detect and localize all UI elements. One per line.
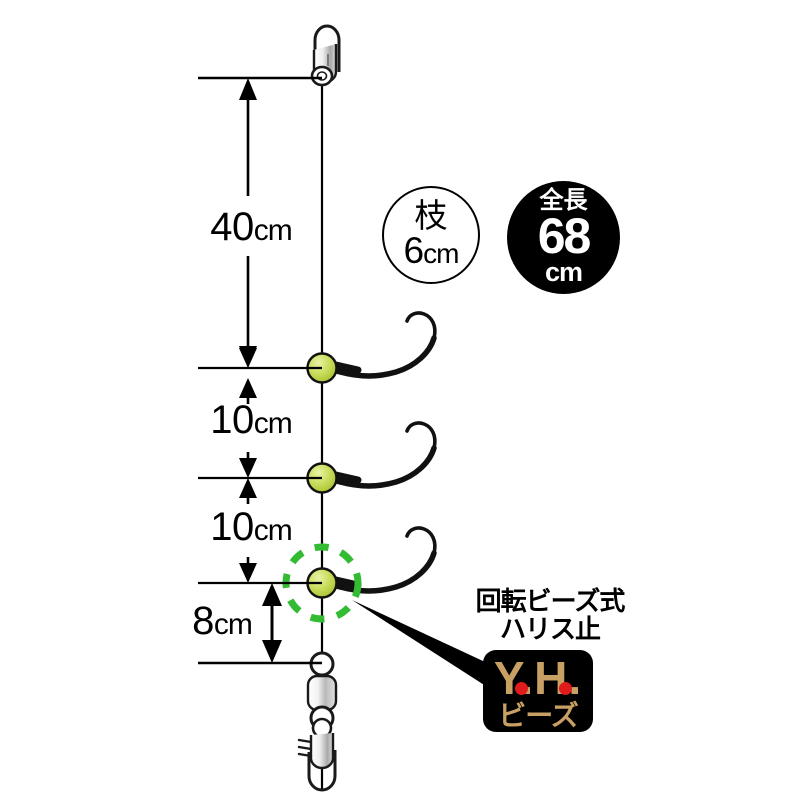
hook-assembly-3 <box>327 526 437 594</box>
total-length-label: 全長 <box>539 187 588 214</box>
top-snap-clip-icon <box>310 24 341 87</box>
hook-assembly-1 <box>306 311 437 384</box>
total-length-badge: 全長 68 cm <box>507 181 620 294</box>
branch-badge-label: 枝 <box>414 197 448 235</box>
total-length-value: 68 <box>537 208 592 264</box>
yh-red-dot-left <box>515 682 528 695</box>
branch-length-badge: 枝 6cm <box>382 186 480 284</box>
yh-red-dot-right <box>559 682 572 695</box>
bottom-swivel-assembly-icon <box>297 651 338 792</box>
callout-pointer <box>352 600 498 690</box>
hook-assembly-2 <box>306 421 437 494</box>
total-length-unit: cm <box>544 257 583 287</box>
yh-logo-subtext: ビーズ <box>498 699 579 731</box>
branch-badge-value: 6cm <box>403 230 460 272</box>
yh-bead-logo: Y.H. ビーズ <box>483 650 593 732</box>
dimension-lines <box>198 76 322 665</box>
